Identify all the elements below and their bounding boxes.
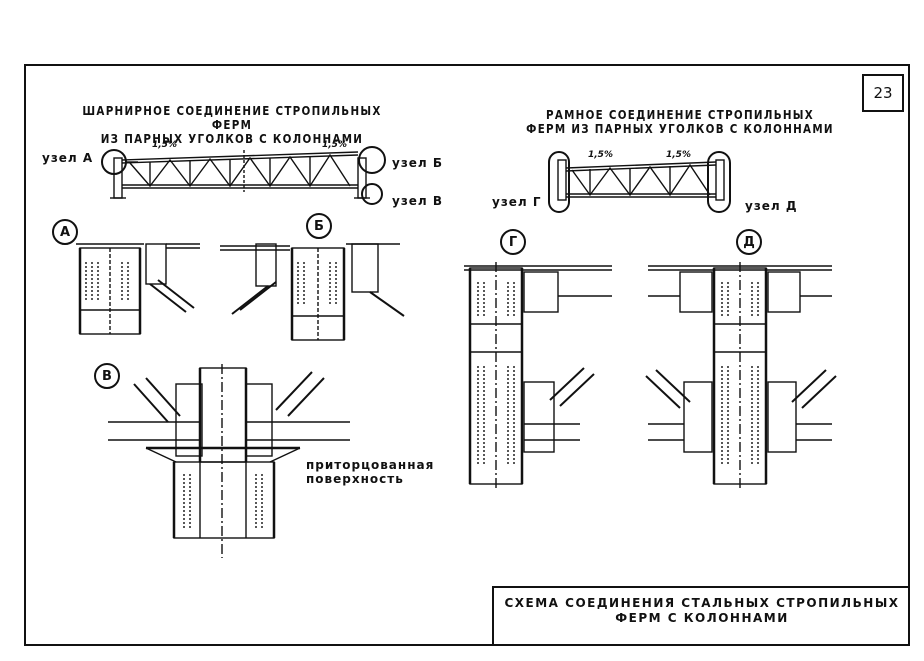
detail-marker-v: В <box>94 363 120 389</box>
detail-b <box>220 243 405 341</box>
detail-marker-a: А <box>52 219 78 245</box>
slope-label: 1,5% <box>666 150 691 160</box>
detail-marker-g: Г <box>500 229 526 255</box>
note-text: приторцованная поверхность <box>306 458 435 486</box>
slope-label: 1,5% <box>152 140 177 150</box>
detail-v <box>108 364 350 558</box>
detail-a <box>76 243 200 335</box>
slope-label: 1,5% <box>322 140 347 150</box>
detail-marker-b: Б <box>306 213 332 239</box>
drawing-frame <box>24 64 910 646</box>
detail-d <box>645 262 837 490</box>
node-label-d: узел Д <box>745 199 798 213</box>
left-title: ШАРНИРНОЕ СОЕДИНЕНИЕ СТРОПИЛЬНЫХ ФЕРМ ИЗ… <box>82 104 382 146</box>
node-label-g: узел Г <box>492 195 542 209</box>
right-title: РАМНОЕ СОЕДИНЕНИЕ СТРОПИЛЬНЫХ ФЕРМ ИЗ ПА… <box>526 108 834 136</box>
title-block: СХЕМА СОЕДИНЕНИЯ СТАЛЬНЫХ СТРОПИЛЬНЫХ ФЕ… <box>492 586 910 646</box>
title-block-text: СХЕМА СОЕДИНЕНИЯ СТАЛЬНЫХ СТРОПИЛЬНЫХ ФЕ… <box>504 596 900 625</box>
slope-label: 1,5% <box>588 150 613 160</box>
node-label-b: узел Б <box>392 156 444 170</box>
page-number: 23 <box>862 74 904 112</box>
node-label-v: узел В <box>392 194 444 208</box>
node-label-a: узел А <box>42 151 94 165</box>
detail-marker-d: Д <box>736 229 762 255</box>
truss-right <box>548 151 731 213</box>
detail-g <box>464 262 612 490</box>
truss-left <box>101 146 386 205</box>
